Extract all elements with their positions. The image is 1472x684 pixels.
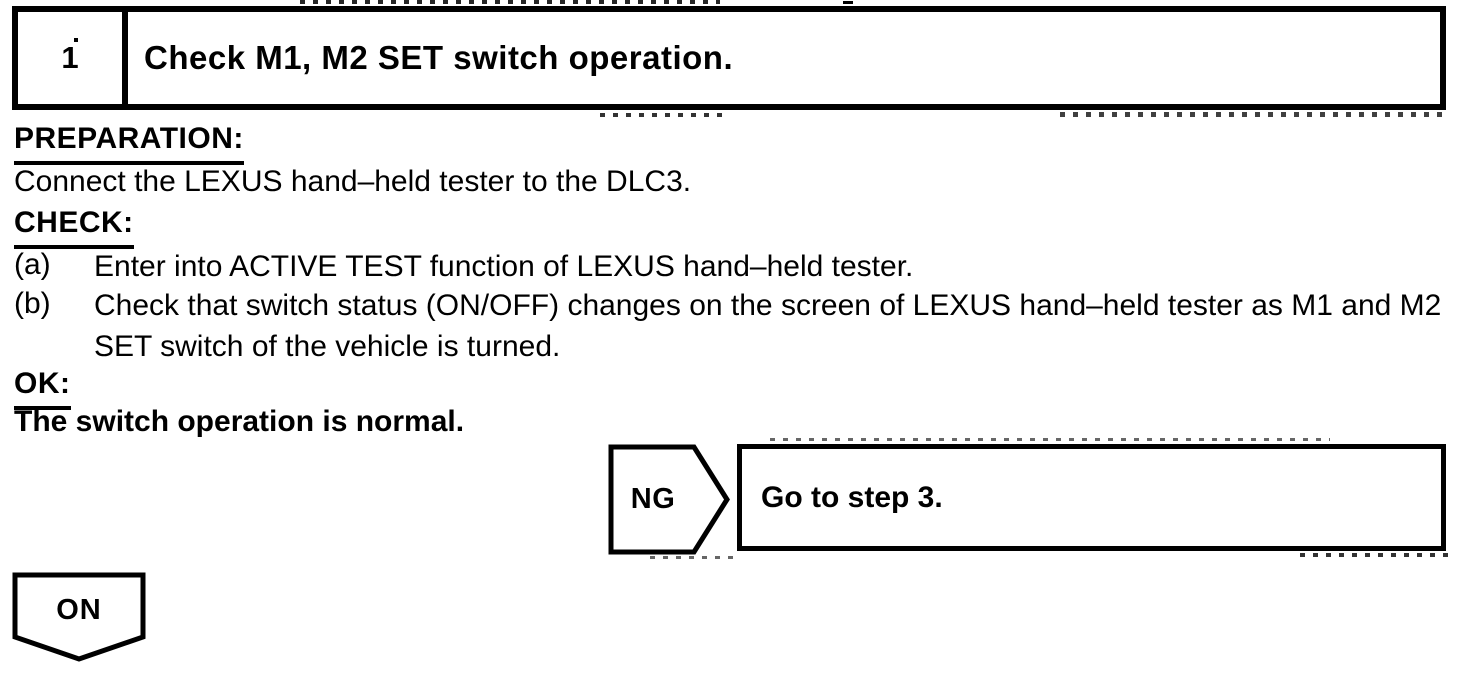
ok-label: OK: — [14, 365, 71, 410]
scan-artifact — [1300, 553, 1450, 557]
ng-flag: NG — [608, 444, 730, 555]
scan-artifact — [300, 0, 720, 4]
step-header-box: 1 Check M1, M2 SET switch operation. — [12, 6, 1446, 110]
check-item-a: (a) Enter into ACTIVE TEST function of L… — [14, 246, 1454, 287]
scan-artifact — [74, 38, 78, 42]
check-item-a-marker: (a) — [14, 248, 51, 281]
check-label: CHECK: — [14, 204, 134, 249]
scan-artifact — [770, 438, 1330, 441]
ok-text: The switch operation is normal. — [14, 405, 465, 438]
ng-flag-shape — [608, 444, 730, 555]
ng-action-box: Go to step 3. — [737, 444, 1446, 551]
on-flag: ON — [12, 572, 146, 662]
preparation-label: PREPARATION: — [14, 120, 244, 165]
scan-artifact — [1060, 112, 1450, 117]
preparation-section: PREPARATION: — [14, 120, 244, 165]
on-flag-shape — [12, 572, 146, 662]
check-item-b-text: Check that switch status (ON/OFF) change… — [94, 289, 1442, 363]
step-title: Check M1, M2 SET switch operation. — [144, 39, 734, 76]
check-item-b: (b) Check that switch status (ON/OFF) ch… — [14, 285, 1454, 367]
check-item-b-marker: (b) — [14, 287, 51, 320]
check-item-a-text: Enter into ACTIVE TEST function of LEXUS… — [94, 250, 914, 283]
preparation-text: Connect the LEXUS hand–held tester to th… — [14, 165, 692, 198]
ok-section: OK: — [14, 365, 71, 410]
ng-action-text: Go to step 3. — [761, 480, 943, 514]
step-number: 1 — [18, 12, 128, 104]
scan-artifact — [843, 1, 853, 4]
scan-artifact — [650, 556, 740, 559]
scan-artifact — [600, 113, 730, 117]
check-section: CHECK: — [14, 204, 134, 249]
on-flag-label: ON — [56, 593, 102, 626]
ng-flag-label: NG — [630, 483, 676, 515]
